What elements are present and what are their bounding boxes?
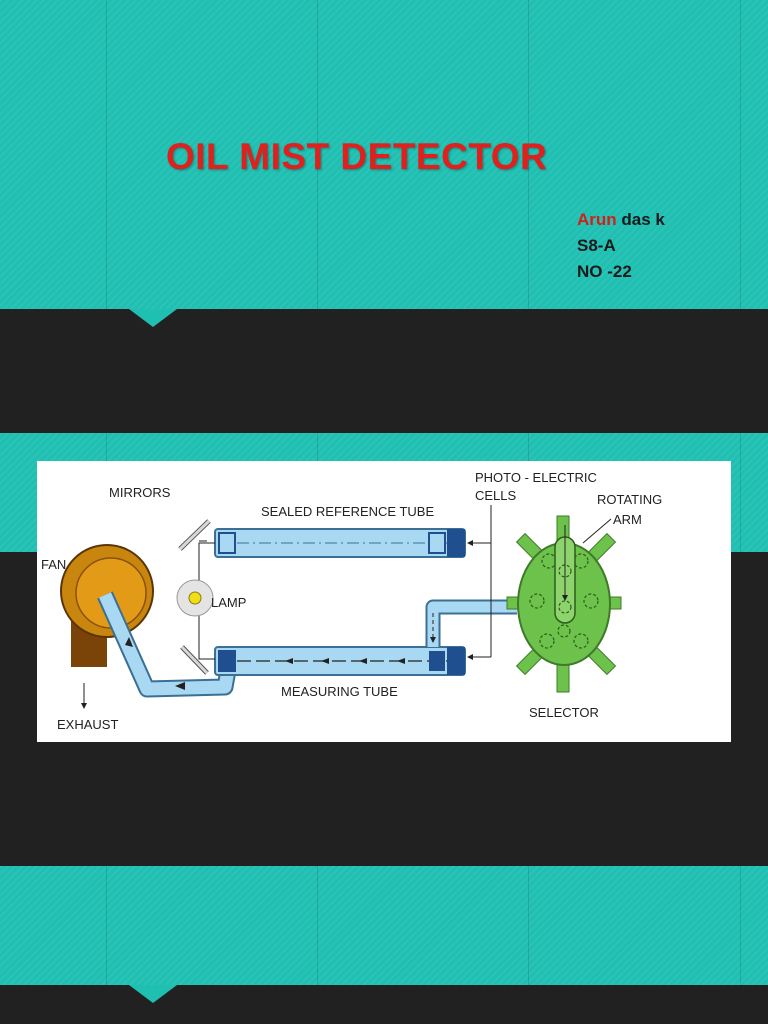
label-rotating-2: ARM: [613, 512, 642, 527]
sealed-reference-tube: [214, 528, 466, 558]
photo-cell-leads: [467, 505, 492, 660]
label-mirrors: MIRRORS: [109, 485, 171, 500]
author-name: Arun das k: [577, 207, 665, 233]
banner-notch-bottom: [129, 985, 177, 1003]
author-name-rest: das k: [621, 210, 665, 229]
author-class: S8-A: [577, 236, 616, 255]
oil-mist-detector-diagram: MIRRORS SEALED REFERENCE TUBE PHOTO - EL…: [37, 461, 731, 742]
slide-title: OIL MIST DETECTOR: [166, 136, 548, 177]
selector: [506, 515, 622, 693]
label-rotating-1: ROTATING: [597, 492, 662, 507]
label-sealed-reference-tube: SEALED REFERENCE TUBE: [261, 504, 434, 519]
label-selector: SELECTOR: [529, 705, 599, 720]
top-banner: [0, 0, 768, 309]
exhaust-arrow: [81, 683, 87, 709]
label-photo-electric-2: CELLS: [475, 488, 517, 503]
label-photo-electric-1: PHOTO - ELECTRIC: [475, 470, 597, 485]
author-name-highlight: Arun: [577, 210, 617, 229]
author-block: Arun das k S8-A NO -22: [577, 207, 665, 285]
banner-notch-top: [129, 309, 177, 327]
lamp-assembly: [176, 519, 215, 675]
fan: [60, 544, 154, 667]
measuring-tube: [214, 646, 466, 676]
label-fan: FAN: [41, 557, 66, 572]
label-exhaust: EXHAUST: [57, 717, 118, 732]
label-measuring-tube: MEASURING TUBE: [281, 684, 398, 699]
label-lamp: LAMP: [211, 595, 246, 610]
author-number: NO -22: [577, 262, 632, 281]
bottom-banner: [0, 866, 768, 985]
supply-pipe: [425, 599, 517, 647]
